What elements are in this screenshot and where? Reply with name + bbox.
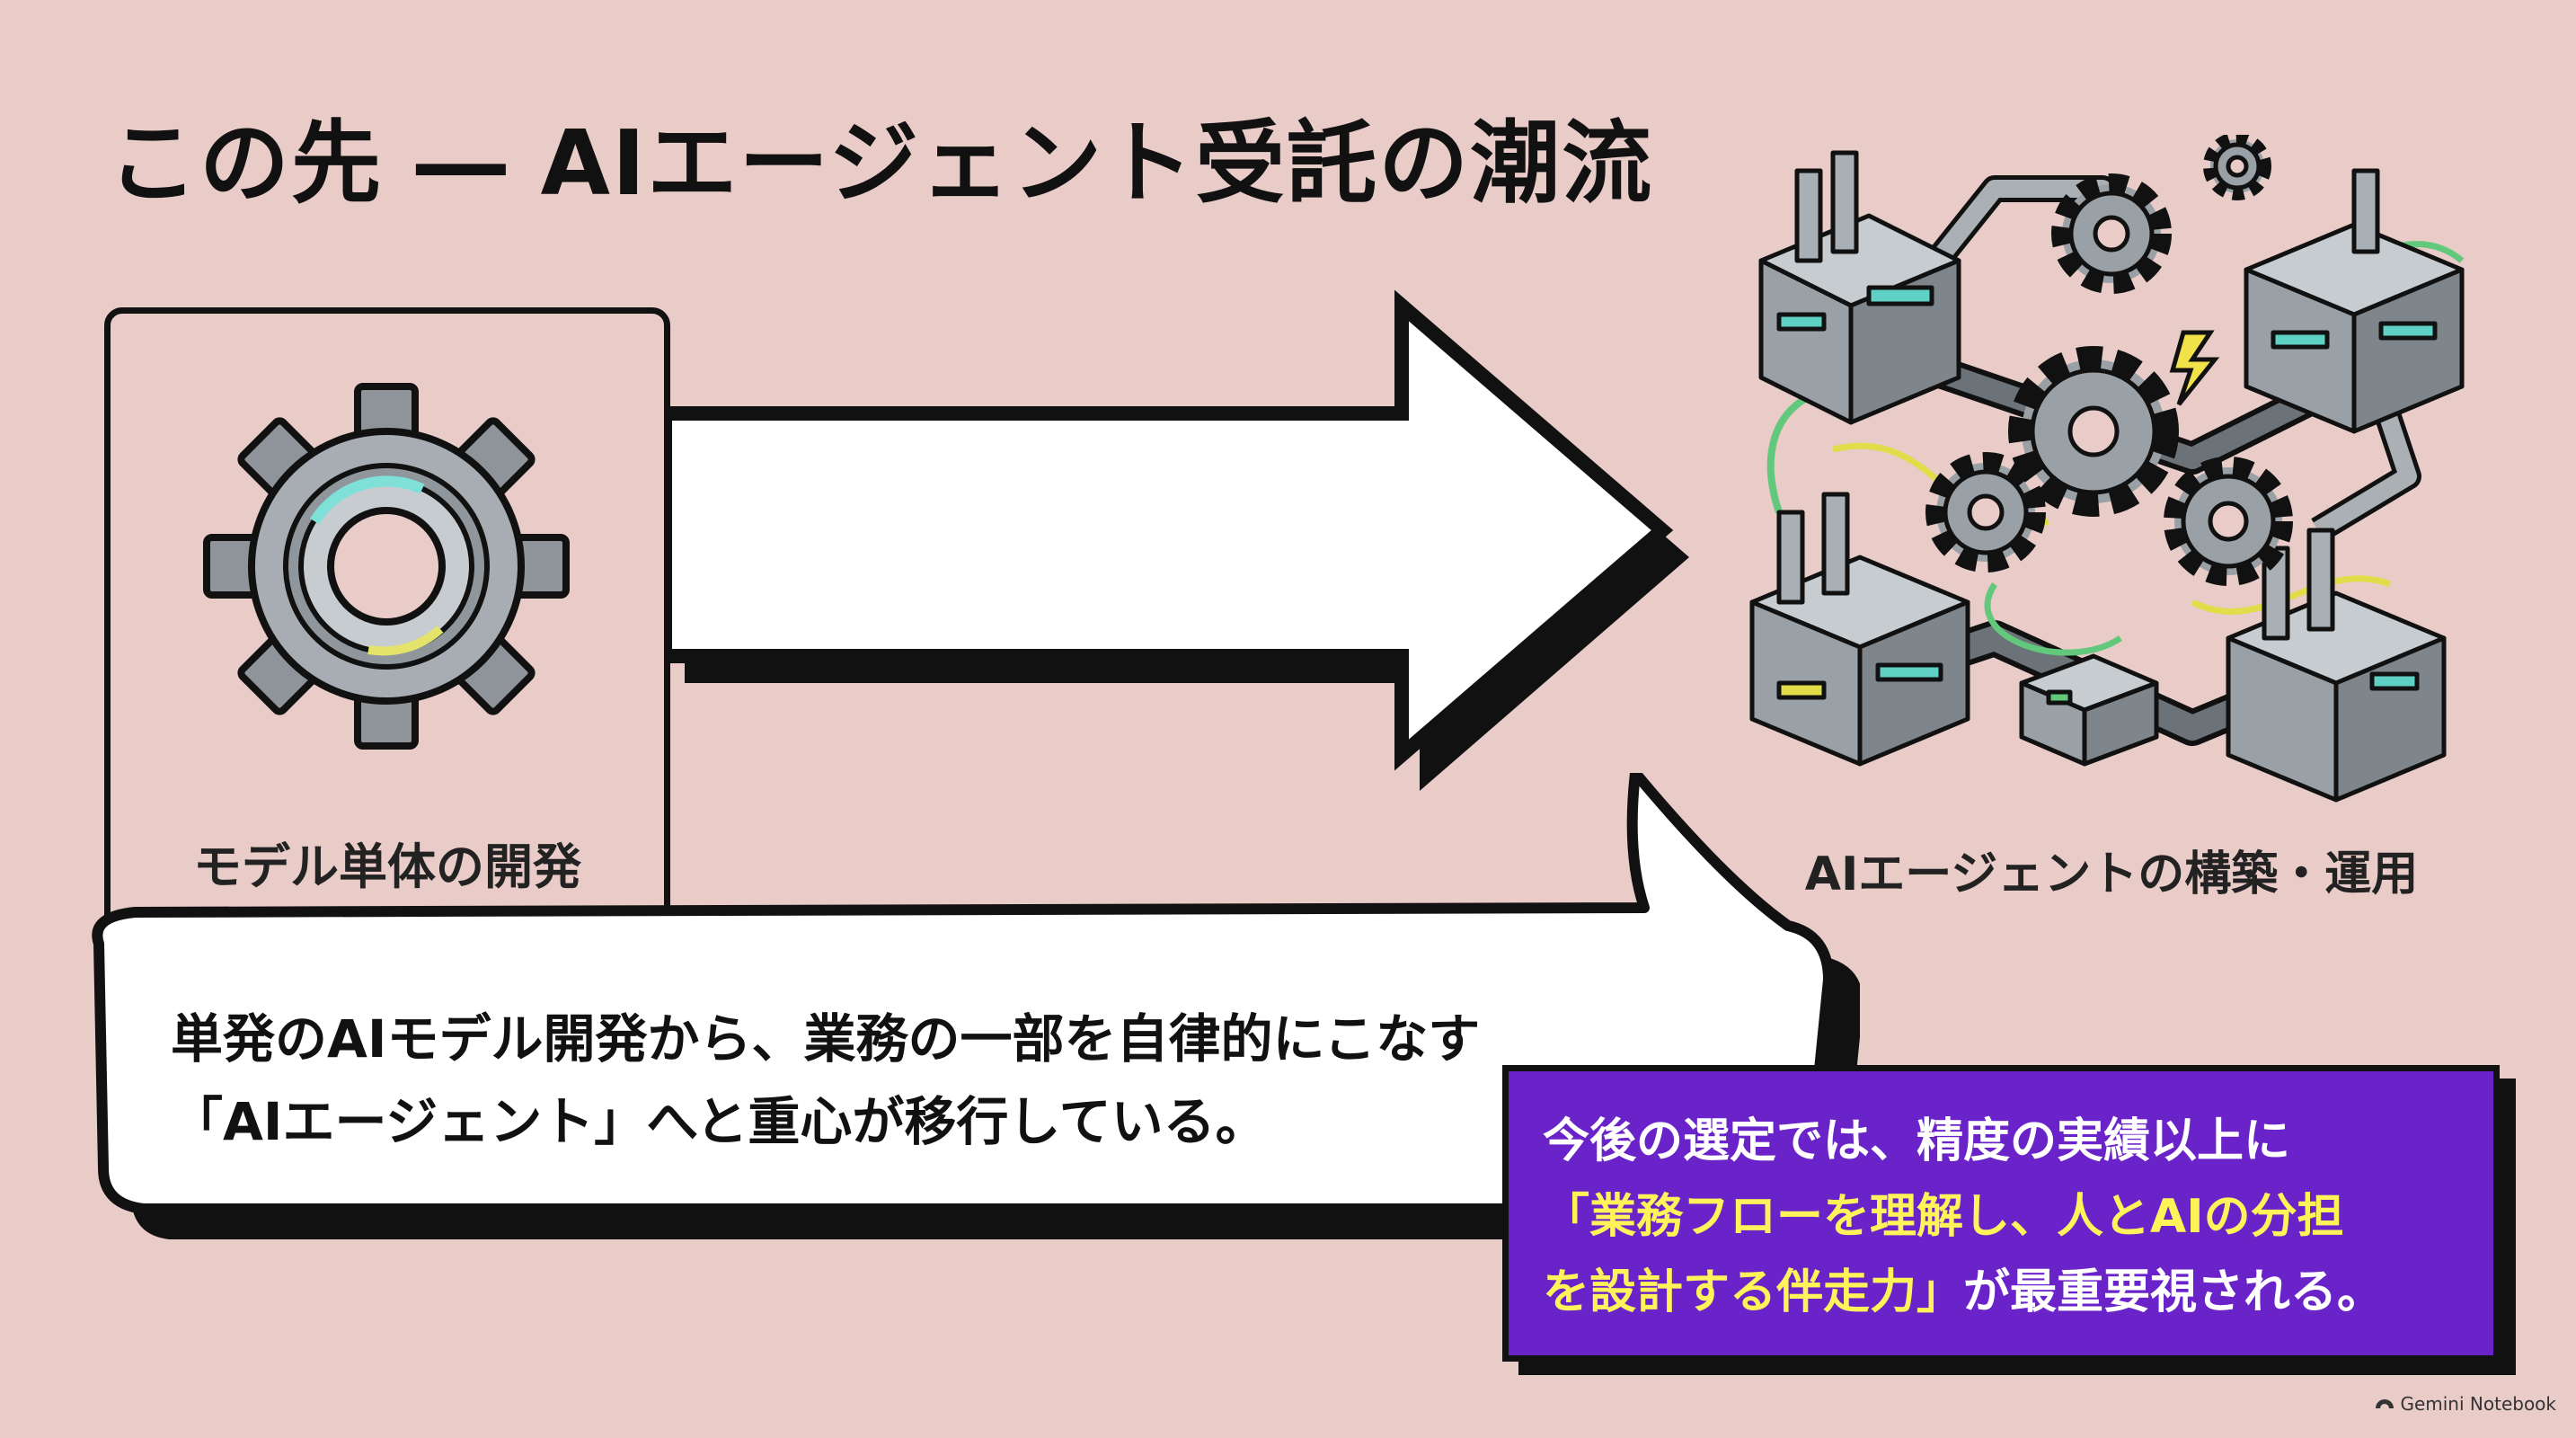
callout-line-3-highlight: を設計する伴走力」 — [1543, 1265, 1964, 1319]
callout-line-2: 「業務フローを理解し、人とAIの分担 — [1543, 1190, 2344, 1244]
speech-bubble-text: 単発のAIモデル開発から、業務の一部を自律的にこなす 「AIエージェント」へと重… — [171, 998, 1480, 1163]
page-title: この先 ― AIエージェント受託の潮流 — [108, 111, 1654, 216]
credit: Gemini Notebook — [2375, 1393, 2556, 1415]
factory-network-illustration — [1749, 135, 2465, 803]
gemini-notebook-logo-icon — [2376, 1399, 2395, 1408]
callout-box: 今後の選定では、精度の実績以上に 「業務フローを理解し、人とAIの分担 を設計す… — [1502, 1065, 2500, 1362]
transition-arrow — [665, 289, 1689, 791]
right-caption: AIエージェントの構築・運用 — [1804, 848, 2419, 901]
left-caption: モデル単体の開発 — [193, 839, 581, 895]
speech-line-1: 単発のAIモデル開発から、業務の一部を自律的にこなす — [171, 1008, 1481, 1070]
callout-line-3-rest: が最重要視される。 — [1963, 1265, 2385, 1319]
credit-text: Gemini Notebook — [2400, 1393, 2556, 1415]
callout-line-1: 今後の選定では、精度の実績以上に — [1543, 1114, 2291, 1168]
gear-icon — [203, 383, 570, 750]
speech-line-2: 「AIエージェント」へと重心が移行している。 — [171, 1091, 1268, 1152]
callout-line-3: を設計する伴走力」が最重要視される。 — [1543, 1255, 2466, 1330]
